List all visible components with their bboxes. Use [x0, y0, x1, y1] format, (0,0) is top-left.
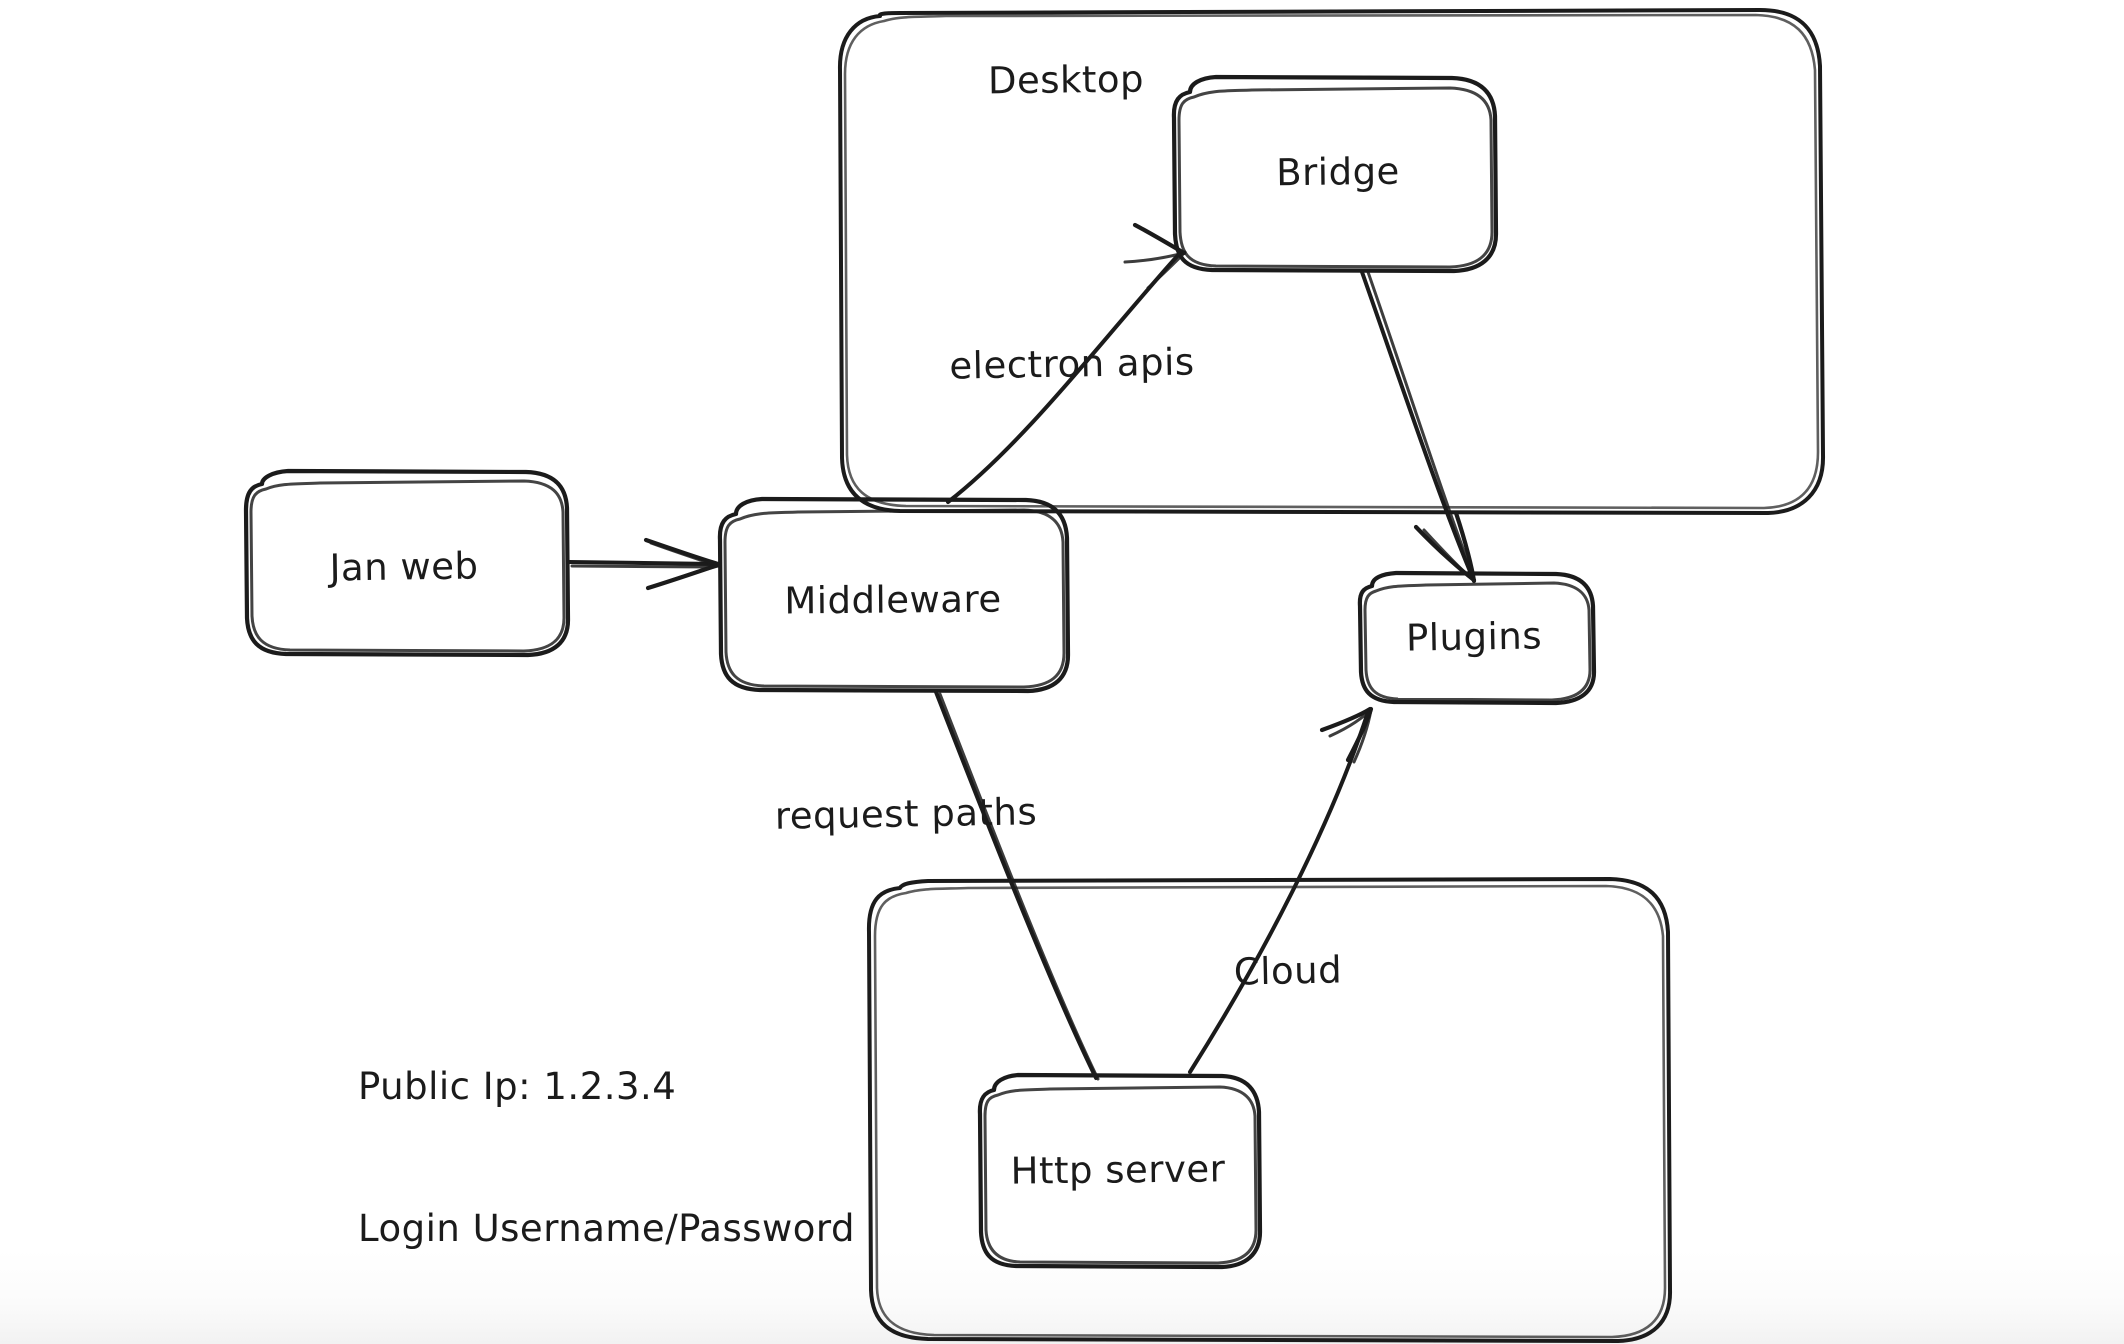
edge-middleware-bridge	[946, 222, 1187, 504]
group-label-cloud: Cloud	[1233, 948, 1343, 994]
group-label-desktop: Desktop	[987, 57, 1145, 103]
edge-janweb-middleware	[567, 537, 721, 591]
node-label-middleware: Middleware	[784, 577, 1002, 623]
group-cloud	[866, 877, 1673, 1343]
node-label-http-server: Http server	[1010, 1147, 1226, 1193]
edge-label-request-paths: request paths	[774, 790, 1038, 838]
node-http-server-shape	[977, 1072, 1263, 1270]
note-public-ip: Public Ip: 1.2.3.4 Login Username/Passwo…	[358, 968, 855, 1344]
node-plugins-shape	[1357, 570, 1597, 706]
note-line-login: Login Username/Password	[358, 1206, 855, 1250]
edge-httpserver-plugins	[1188, 706, 1374, 1074]
node-label-bridge: Bridge	[1275, 149, 1401, 195]
node-label-plugins: Plugins	[1405, 614, 1543, 660]
node-middleware-shape	[717, 496, 1071, 694]
group-desktop	[837, 8, 1826, 515]
node-bridge-shape	[1171, 74, 1499, 274]
node-jan-web-shape	[243, 468, 571, 658]
edge-bridge-plugins	[1360, 270, 1477, 584]
edge-label-electron-apis: electron apis	[949, 340, 1195, 388]
note-line-public-ip: Public Ip: 1.2.3.4	[358, 1064, 677, 1108]
node-label-jan-web: Jan web	[329, 544, 479, 590]
edge-middleware-httpserver	[934, 690, 1100, 1081]
